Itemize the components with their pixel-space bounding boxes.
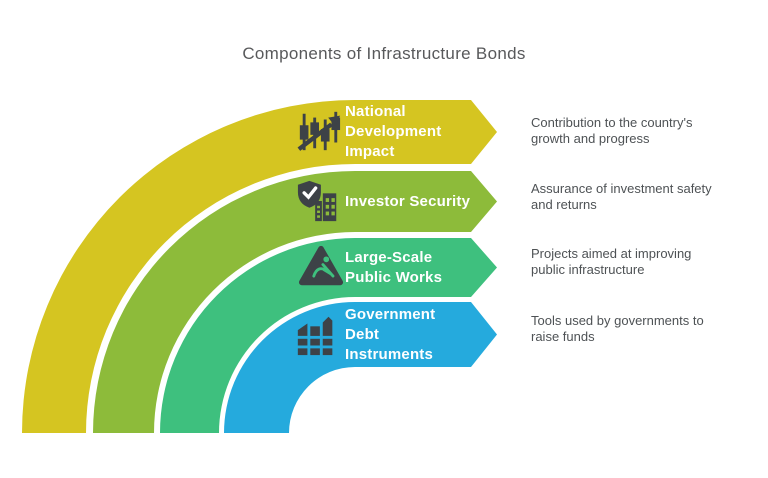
band-description-public-works: Projects aimed at improving public infra… [531, 246, 761, 278]
band-description-investor-security: Assurance of investment safety and retur… [531, 181, 761, 213]
band-description-line: Tools used by governments to [531, 313, 704, 328]
band-description-line: Projects aimed at improving [531, 246, 692, 261]
band-label-line: Debt [345, 326, 380, 343]
band-description-line: growth and progress [531, 131, 650, 146]
band-label-line: Public Works [345, 269, 443, 286]
band-description-national-development: Contribution to the country's growth and… [531, 115, 761, 147]
band-label-line: National [345, 103, 406, 120]
band-description-government-debt: Tools used by governments to raise funds [531, 313, 761, 345]
band-label-line: Instruments [345, 346, 434, 363]
band-label-public-works: Large-Scale Public Works [345, 248, 475, 288]
band-label-line: Government [345, 306, 436, 323]
government-buildings-icon [297, 316, 333, 356]
band-label-national-development: National Development Impact [345, 102, 475, 162]
construction-sign-icon [298, 245, 344, 286]
shield-building-icon [297, 180, 337, 222]
band-label-government-debt: Government Debt Instruments [345, 305, 475, 365]
arc-band-government-debt [224, 302, 497, 433]
band-label-line: Large-Scale [345, 249, 433, 266]
band-label-investor-security: Investor Security [345, 192, 475, 212]
band-description-line: Contribution to the country's [531, 115, 693, 130]
band-description-line: raise funds [531, 329, 595, 344]
diagram-title: Components of Infrastructure Bonds [242, 44, 526, 63]
band-label-line: Development [345, 123, 442, 140]
growth-chart-icon [297, 111, 341, 151]
arc-band-national-development [22, 100, 497, 433]
band-description-line: and returns [531, 197, 597, 212]
band-description-line: public infrastructure [531, 262, 645, 277]
arc-band-investor-security [93, 171, 497, 433]
band-label-line: Impact [345, 143, 395, 160]
band-description-line: Assurance of investment safety [531, 181, 712, 196]
band-label-line: Investor Security [345, 193, 471, 210]
arc-band-public-works [160, 238, 497, 433]
